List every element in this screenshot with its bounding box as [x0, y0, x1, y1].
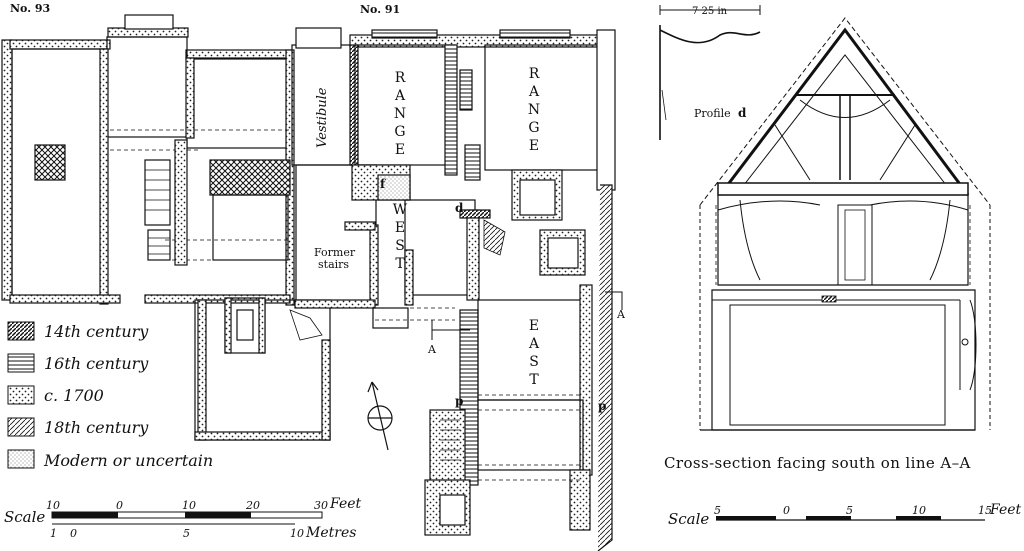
legend-label: 14th century [44, 322, 149, 341]
feet-tick: 20 [245, 499, 260, 512]
metre-tick: 0 [70, 527, 77, 540]
legend: 14th century 16th century c. 1700 18th c… [7, 321, 213, 470]
metre-tick: 1 [50, 527, 57, 540]
range-letter: E [395, 142, 405, 158]
metre-tick: 5 [183, 527, 190, 540]
range-label-right: R A N G E [528, 66, 540, 154]
east-letter: E [529, 318, 539, 334]
section-tick: 10 [912, 504, 926, 517]
range-letter: A [528, 84, 540, 100]
west-letter: E [395, 220, 405, 236]
east-label: E A S T [528, 318, 540, 388]
mark-p-right: p [598, 399, 606, 413]
section-caption: Cross-section facing south on line A–A [664, 454, 971, 472]
north-arrow-icon [367, 381, 393, 451]
legend-swatch-14th [7, 321, 35, 341]
range-letter: E [529, 138, 539, 154]
west-letter: S [395, 238, 405, 254]
west-letter: W [393, 202, 408, 218]
feet-tick: 10 [46, 499, 60, 512]
label-former-stairs-1: Former [314, 246, 356, 259]
feet-tick: 10 [182, 499, 196, 512]
range-letter: N [394, 106, 406, 122]
label-vestibule: Vestibule [315, 87, 330, 148]
cross-section [659, 5, 991, 431]
range-letter: R [395, 70, 406, 86]
section-labels: 7 25 in Profile d Cross-section facing s… [664, 6, 971, 472]
mark-p-left: p [455, 394, 463, 408]
legend-label: 16th century [44, 354, 149, 373]
mark-d: d [455, 201, 464, 215]
plan-labels: No. 93 No. 91 Vestibule Former stairs f … [10, 2, 626, 413]
legend-label: 18th century [44, 418, 149, 437]
legend-swatch-modern [7, 449, 35, 469]
label-no-93: No. 93 [10, 2, 50, 15]
legend-swatch-16th [7, 353, 35, 373]
east-letter: A [528, 336, 540, 352]
feet-tick: 0 [116, 499, 123, 512]
section-tick: 5 [846, 504, 853, 517]
metre-tick: 10 [290, 527, 304, 540]
range-letter: G [394, 124, 405, 140]
east-letter: S [529, 354, 539, 370]
profile-mark: d [738, 106, 747, 120]
section-tick: 5 [714, 504, 721, 517]
section-scale-bar: Scale 5 0 5 10 15 Feet [668, 502, 1022, 528]
dimension-label: 7 25 in [692, 6, 728, 17]
west-label: W E S T [393, 202, 408, 272]
legend-swatch-18th [7, 417, 35, 437]
range-label-left: R A N G E [394, 70, 406, 158]
mark-a-right: A [616, 308, 626, 321]
legend-label: c. 1700 [44, 386, 104, 405]
legend-label: Modern or uncertain [43, 451, 213, 470]
mark-a-left: A [427, 343, 437, 356]
legend-swatch-1700 [7, 385, 35, 405]
profile-label: Profile [694, 107, 731, 120]
feet-unit: Feet [329, 496, 362, 512]
section-unit: Feet [989, 502, 1022, 518]
west-letter: T [395, 256, 405, 272]
scale-label: Scale [668, 510, 709, 528]
scale-label: Scale [4, 508, 45, 526]
label-no-91: No. 91 [360, 3, 400, 16]
section-tick: 15 [978, 504, 992, 517]
feet-tick: 30 [314, 499, 328, 512]
label-former-stairs-2: stairs [318, 258, 349, 271]
metre-unit: Metres [305, 525, 356, 541]
range-letter: G [528, 120, 539, 136]
east-letter: T [529, 372, 539, 388]
range-letter: N [528, 102, 540, 118]
section-tick: 0 [783, 504, 790, 517]
range-letter: A [394, 88, 406, 104]
floor-plan [1, 14, 623, 551]
plan-scale-bar: Scale 10 0 10 20 30 Feet 1 0 5 10 Metres [4, 496, 362, 541]
mark-f: f [380, 177, 386, 191]
range-letter: R [529, 66, 540, 82]
